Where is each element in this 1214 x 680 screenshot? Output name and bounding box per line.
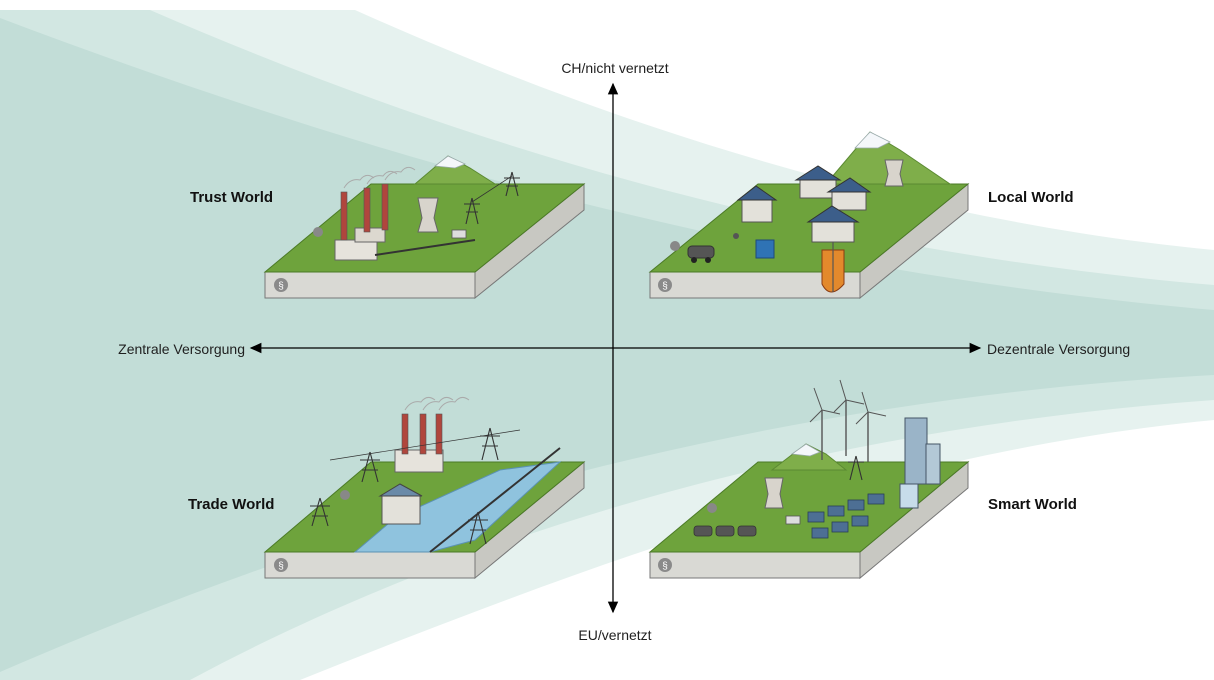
power-pylon-1 <box>360 451 380 483</box>
energy-marker <box>340 490 350 500</box>
regulation-badge <box>274 558 288 572</box>
car-wheel-1 <box>691 257 697 263</box>
power-pylon-4 <box>468 511 488 545</box>
power-pylon-3 <box>310 497 330 527</box>
world-label-smart: Smart World <box>988 496 1077 513</box>
axes <box>249 82 982 614</box>
mountain-snow <box>790 443 821 457</box>
office-tower-1 <box>904 417 928 485</box>
chimney-1 <box>340 191 348 241</box>
wind-turbine-1 <box>809 387 841 460</box>
smoke-2 <box>422 396 454 411</box>
trust-world-tile: § <box>263 155 586 300</box>
chimney-2 <box>419 413 427 455</box>
world-label-local: Local World <box>988 189 1074 206</box>
power-pylon-1 <box>504 171 520 197</box>
office-tower-2 <box>925 443 941 485</box>
chimney-3 <box>381 183 389 231</box>
power-pylon-2 <box>464 197 480 225</box>
axis-label-bottom: EU/vernetzt <box>578 627 652 643</box>
electric-car-3 <box>737 525 757 537</box>
smart-display <box>899 483 919 509</box>
plant-building <box>334 239 378 261</box>
house-3-roof <box>826 177 872 193</box>
axis-label-right: Dezentrale Versorgung <box>987 341 1131 357</box>
solar-panel-field <box>807 493 885 539</box>
background-fan <box>0 10 1214 680</box>
smoke-2 <box>366 170 398 185</box>
axis-label-top: CH/nicht vernetzt <box>561 60 669 76</box>
charging-post <box>733 233 739 239</box>
axis-label-left: Zentrale Versorgung <box>118 341 245 357</box>
regulation-badge <box>658 278 672 292</box>
car-wheel-2 <box>705 257 711 263</box>
energy-marker <box>670 241 680 251</box>
chimney-2 <box>363 187 371 233</box>
fan-band-inner <box>0 18 1214 672</box>
regulation-badge-symbol: § <box>278 561 284 572</box>
substation <box>451 229 467 239</box>
substation <box>785 515 801 525</box>
chimney-1 <box>401 413 409 455</box>
house-2-roof <box>794 165 842 181</box>
tile-slab-front <box>649 551 861 579</box>
regulation-badge <box>274 278 288 292</box>
mountain-snow <box>854 131 891 149</box>
power-line <box>329 429 521 461</box>
house-1-roof <box>736 185 778 201</box>
mountain-snow <box>433 155 467 169</box>
pipeline <box>429 447 561 553</box>
hydro-plant-roof <box>378 483 423 497</box>
energy-marker <box>313 227 323 237</box>
plant-building <box>394 449 444 473</box>
power-line <box>471 175 513 203</box>
regulation-badge-symbol: § <box>662 281 668 292</box>
world-label-trust: Trust World <box>190 189 274 206</box>
regulation-badge-symbol: § <box>662 561 668 572</box>
tile-grass <box>648 183 970 273</box>
power-pylon <box>848 455 864 481</box>
smoke-1 <box>343 174 375 189</box>
tile-slab-front <box>264 271 476 299</box>
mountain <box>824 131 952 185</box>
cooling-tower <box>764 477 784 509</box>
electric-car-2 <box>715 525 735 537</box>
house-1 <box>741 199 773 223</box>
smoke-3 <box>438 396 470 411</box>
chimney-3 <box>435 413 443 455</box>
smart-world-tile: § <box>648 379 970 580</box>
power-pylon-2 <box>480 427 500 461</box>
pipeline <box>374 239 476 256</box>
house-3 <box>831 191 867 211</box>
world-label-trade: Trade World <box>188 496 275 513</box>
battery-storage <box>755 239 775 259</box>
regulation-badge-symbol: § <box>278 281 284 292</box>
cooling-tower <box>884 159 904 187</box>
trade-world-tile: § <box>263 396 586 580</box>
cooling-tower <box>417 197 439 233</box>
house-4-roof <box>806 205 860 223</box>
house-2 <box>799 179 837 199</box>
hydro-plant <box>381 495 421 525</box>
smoke-1 <box>404 396 436 411</box>
electric-car <box>687 245 715 259</box>
regulation-badge <box>658 558 672 572</box>
wind-turbine-3 <box>855 391 887 462</box>
smoke-3 <box>384 166 416 181</box>
electric-car-1 <box>693 525 713 537</box>
tile-slab-front <box>264 551 476 579</box>
local-world-tile: § <box>648 131 970 300</box>
house-4 <box>811 221 855 243</box>
wind-turbine-2 <box>833 379 865 456</box>
energy-marker <box>707 503 717 513</box>
